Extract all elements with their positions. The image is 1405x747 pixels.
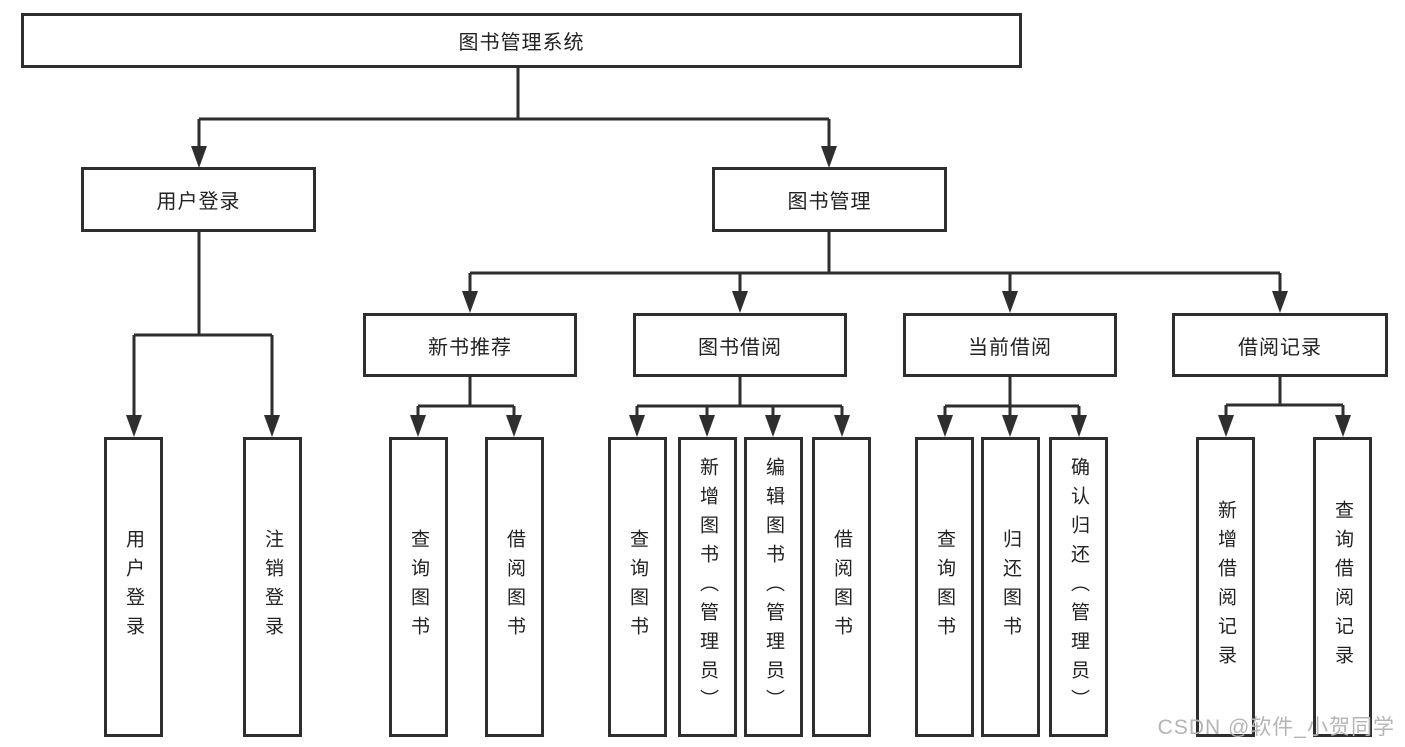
node-current-borrow: 当前借阅 [903, 313, 1117, 377]
node-new-book-recommend: 新书推荐 [363, 313, 577, 377]
arrow-icon [410, 415, 426, 437]
leaf-current-confirm-return-admin: 确认归还（管理员） [1049, 437, 1108, 737]
leaf-current-return-books: 归还图书 [981, 437, 1040, 737]
node-root: 图书管理系统 [21, 13, 1022, 68]
arrow-icon [1002, 291, 1018, 313]
leaf-current-query-books: 查询图书 [915, 437, 974, 737]
leaf-newbook-query-books: 查询图书 [389, 437, 448, 737]
leaf-user-login: 用户登录 [104, 437, 163, 737]
node-book-management: 图书管理 [712, 167, 947, 232]
leaf-logout-login: 注销登录 [243, 437, 302, 737]
node-borrow-records: 借阅记录 [1172, 313, 1388, 377]
arrow-icon [506, 415, 522, 437]
arrow-icon [1002, 415, 1018, 437]
leaf-bookborrow-add-books-admin: 新增图书（管理员） [678, 437, 737, 737]
node-book-borrow: 图书借阅 [633, 313, 847, 377]
arrow-icon [765, 415, 781, 437]
arrow-icon [1335, 415, 1351, 437]
arrow-icon [1218, 415, 1234, 437]
arrow-icon [1272, 291, 1288, 313]
leaf-bookborrow-borrow-books: 借阅图书 [812, 437, 871, 737]
leaf-bookborrow-query-books: 查询图书 [608, 437, 667, 737]
arrow-icon [834, 415, 850, 437]
arrowhead-icons [126, 146, 1351, 437]
connector-lines [132, 68, 1345, 417]
arrow-icon [462, 291, 478, 313]
watermark: CSDN @软件_小贺同学 [1157, 716, 1395, 739]
arrow-icon [1071, 415, 1087, 437]
arrow-icon [937, 415, 953, 437]
leaf-records-add-borrow-record: 新增借阅记录 [1196, 437, 1255, 737]
leaf-bookborrow-edit-books-admin: 编辑图书（管理员） [744, 437, 803, 737]
arrow-icon [629, 415, 645, 437]
arrow-icon [732, 291, 748, 313]
node-user-login: 用户登录 [81, 167, 316, 232]
arrow-icon [264, 415, 280, 437]
arrow-icon [191, 146, 207, 168]
leaf-newbook-borrow-books: 借阅图书 [485, 437, 544, 737]
arrow-icon [126, 415, 142, 437]
arrow-icon [821, 146, 837, 168]
leaf-records-query-borrow-record: 查询借阅记录 [1313, 437, 1372, 737]
arrow-icon [699, 415, 715, 437]
